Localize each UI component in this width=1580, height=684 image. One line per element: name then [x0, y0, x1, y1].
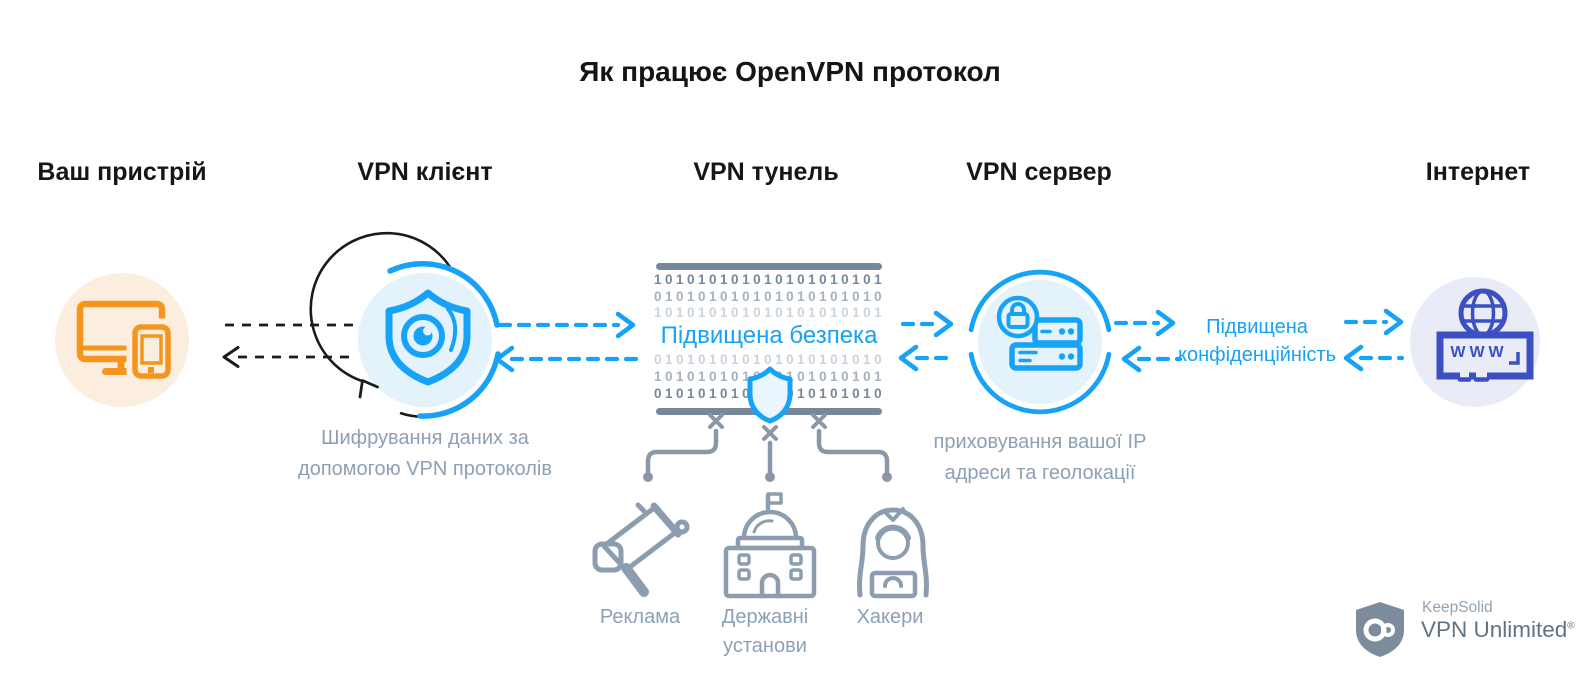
- binary-row: 010101010101010101010: [654, 289, 886, 304]
- threat-label-hackers: Хакери: [856, 606, 924, 628]
- logo-registered-mark: ®: [1567, 620, 1575, 632]
- server-node: [978, 280, 1102, 404]
- privacy-caption-line: конфіденційність: [1177, 344, 1337, 366]
- privacy-internet-arrows: [1343, 308, 1405, 372]
- lock-icon: [996, 295, 1040, 339]
- threat-label-government-line: Державні: [721, 606, 809, 628]
- threat-connectors: [643, 413, 892, 482]
- binary-row: 101010101010101010101: [654, 305, 886, 320]
- blocked-x-icon: [762, 425, 778, 441]
- column-header-device: Ваш пристрій: [37, 158, 207, 186]
- keepsolid-shield-icon: [1356, 602, 1404, 657]
- server-caption: приховування вашої IP адреси та геолокац…: [880, 427, 1200, 489]
- megaphone-icon: [592, 502, 690, 597]
- logo-product-name: VPN Unlimited: [1421, 617, 1568, 642]
- binary-row: 101010101010101010101: [654, 272, 886, 287]
- privacy-caption-line: Підвищена: [1206, 316, 1308, 338]
- logo-company: KeepSolid: [1422, 599, 1493, 616]
- column-header-server: VPN сервер: [966, 158, 1112, 186]
- client-caption: Шифрування даних за допомогою VPN проток…: [260, 423, 590, 485]
- blocked-x-icon: [708, 413, 724, 429]
- tunnel-security-label: Підвищена безпека: [660, 322, 878, 349]
- hacker-icon: [857, 507, 929, 599]
- logo-product: VPN Unlimited®: [1421, 617, 1575, 643]
- threat-label-government: Державні установи: [700, 603, 830, 661]
- threat-label-government-line: установи: [723, 635, 807, 657]
- server-caption-line: адреси та геолокації: [944, 462, 1136, 484]
- binary-row: 010101010101010101010: [654, 352, 886, 367]
- tunnel-shield-icon: [747, 366, 793, 424]
- threat-label-ads: Реклама: [599, 606, 681, 628]
- internet-node: [1410, 277, 1540, 407]
- column-header-internet: Інтернет: [1425, 158, 1531, 186]
- client-caption-line: допомогою VPN протоколів: [298, 458, 552, 480]
- page-title: Як працює OpenVPN протокол: [579, 56, 1001, 87]
- blocked-x-icon: [811, 413, 827, 429]
- device-node: [55, 273, 189, 407]
- smartphone-icon: [126, 318, 177, 385]
- client-node: [358, 273, 492, 407]
- client-caption-line: Шифрування даних за: [321, 427, 529, 449]
- www-label: WWW: [1450, 344, 1508, 361]
- server-privacy-arrows: [1113, 309, 1183, 373]
- www-box: [1436, 331, 1534, 382]
- column-header-tunnel: VPN тунель: [693, 158, 839, 186]
- client-tunnel-arrows: [494, 311, 643, 373]
- column-header-client: VPN клієнт: [357, 158, 493, 186]
- server-caption-line: приховування вашої IP: [933, 431, 1147, 453]
- tunnel-server-arrows: [898, 310, 955, 372]
- tunnel-top-bar: [656, 263, 882, 270]
- government-building-icon: [723, 492, 817, 599]
- privacy-caption: Підвищена конфіденційність: [1172, 313, 1342, 369]
